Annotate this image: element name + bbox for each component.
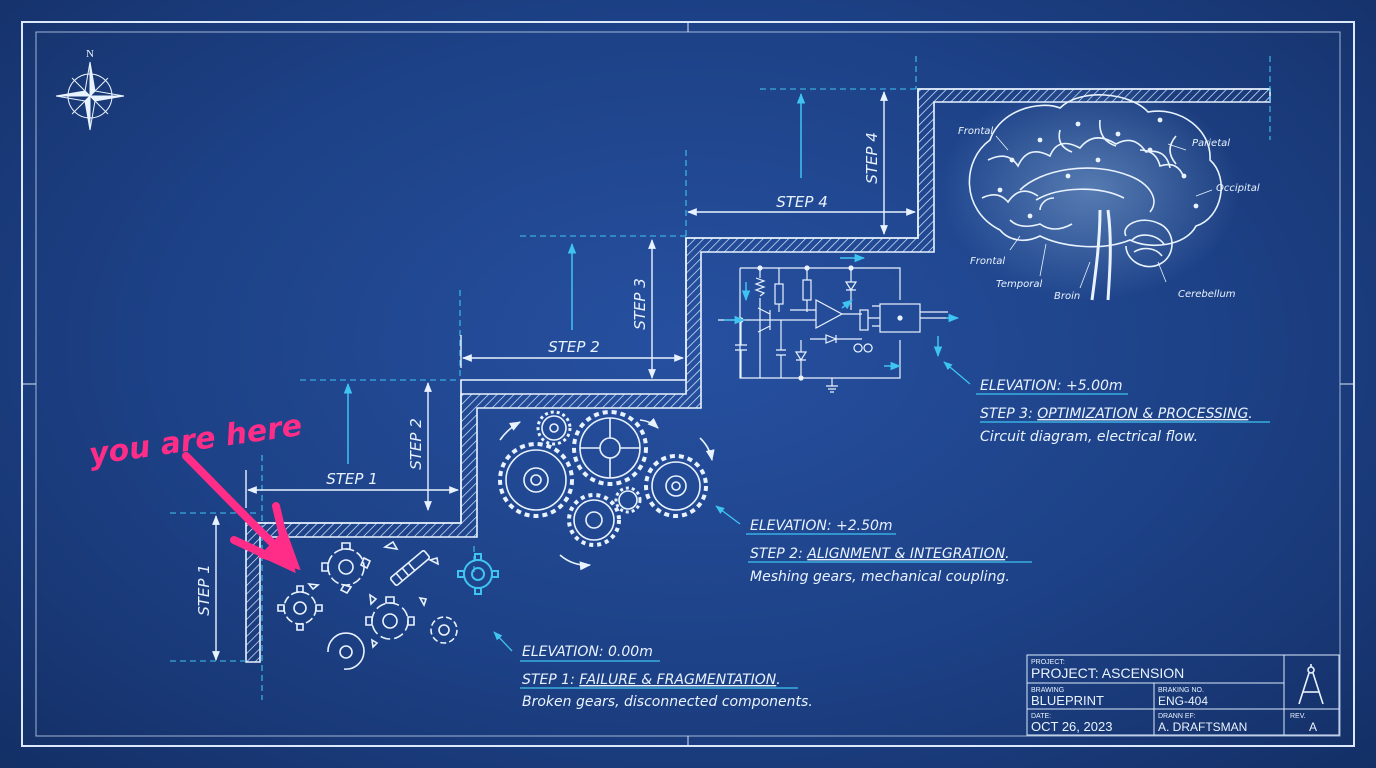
step1-elevation: ELEVATION: 0.00m [522, 644, 653, 660]
brain-illustration [940, 80, 1240, 301]
dimension-lines [212, 91, 916, 661]
broken-gears-illustration [277, 540, 458, 670]
cyan-gear-icon [457, 553, 499, 595]
step1-vertical-label: STEP 1 [195, 564, 213, 616]
brain-label-brain: Broin [1054, 291, 1080, 302]
title-block-drawn-by-value: A. DRAFTSMAN [1158, 720, 1247, 734]
step2-elevation: ELEVATION: +2.50m [750, 518, 893, 534]
brain-label-parietal: Parietal [1192, 138, 1230, 149]
step2-description: Meshing gears, mechanical coupling. [750, 569, 1010, 585]
compass-north-label: N [86, 48, 94, 60]
drawing-border [21, 21, 1355, 747]
title-block-rev-label: REV. [1290, 713, 1306, 720]
title-block-drawing-label: BRAWING [1031, 687, 1064, 694]
title-block-date-value: OCT 26, 2023 [1031, 719, 1112, 734]
step2-vertical-label: STEP 2 [407, 418, 425, 470]
brain-label-frontal-top: Frontal [958, 126, 993, 137]
step2-title: STEP 2: ALIGNMENT & INTEGRATION. [750, 546, 1010, 562]
title-block-drawing-value: BLUEPRINT [1031, 693, 1104, 708]
step3-title: STEP 3: OPTIMIZATION & PROCESSING. [980, 406, 1253, 422]
step1-description: Broken gears, disconnected components. [522, 694, 813, 710]
brain-label-temporal: Temporal [996, 279, 1042, 290]
title-block [1026, 654, 1340, 736]
step2-horizontal-label: STEP 2 [548, 338, 600, 356]
you-are-here-arrow-icon [182, 452, 301, 574]
brain-label-occipital: Occipital [1216, 183, 1260, 194]
title-block-project-value: PROJECT: ASCENSION [1031, 665, 1184, 681]
circuit-diagram-illustration [718, 265, 956, 393]
drafting-compass-icon [1298, 664, 1324, 705]
brain-label-cerebellum: Cerebellum [1178, 289, 1236, 300]
step1-title: STEP 1: FAILURE & FRAGMENTATION. [522, 672, 781, 688]
meshing-gears-illustration [498, 410, 715, 571]
extension-lines [170, 56, 1271, 700]
compass-rose-icon [55, 61, 125, 131]
step4-vertical-label: STEP 4 [863, 132, 881, 184]
title-block-date-label: DATE: [1031, 713, 1051, 720]
circuit-flow-arrows [724, 253, 960, 371]
callout-leaders [493, 361, 1270, 689]
title-block-project-label: PROJECT: [1031, 659, 1065, 666]
title-block-rev-value: A [1309, 720, 1317, 734]
step3-description: Circuit diagram, electrical flow. [980, 429, 1198, 445]
rise-arrows [343, 92, 806, 464]
title-block-drawn-by-label: DRANN EF: [1158, 713, 1196, 720]
step3-vertical-label: STEP 3 [631, 278, 649, 330]
step1-horizontal-label: STEP 1 [326, 470, 378, 488]
brain-label-frontal-low: Frontal [970, 256, 1005, 267]
title-block-drawing-no-label: BRAKING NO. [1158, 687, 1204, 694]
title-block-drawing-no-value: ENG-404 [1158, 694, 1208, 708]
step3-elevation: ELEVATION: +5.00m [980, 378, 1123, 394]
step4-horizontal-label: STEP 4 [776, 193, 828, 211]
